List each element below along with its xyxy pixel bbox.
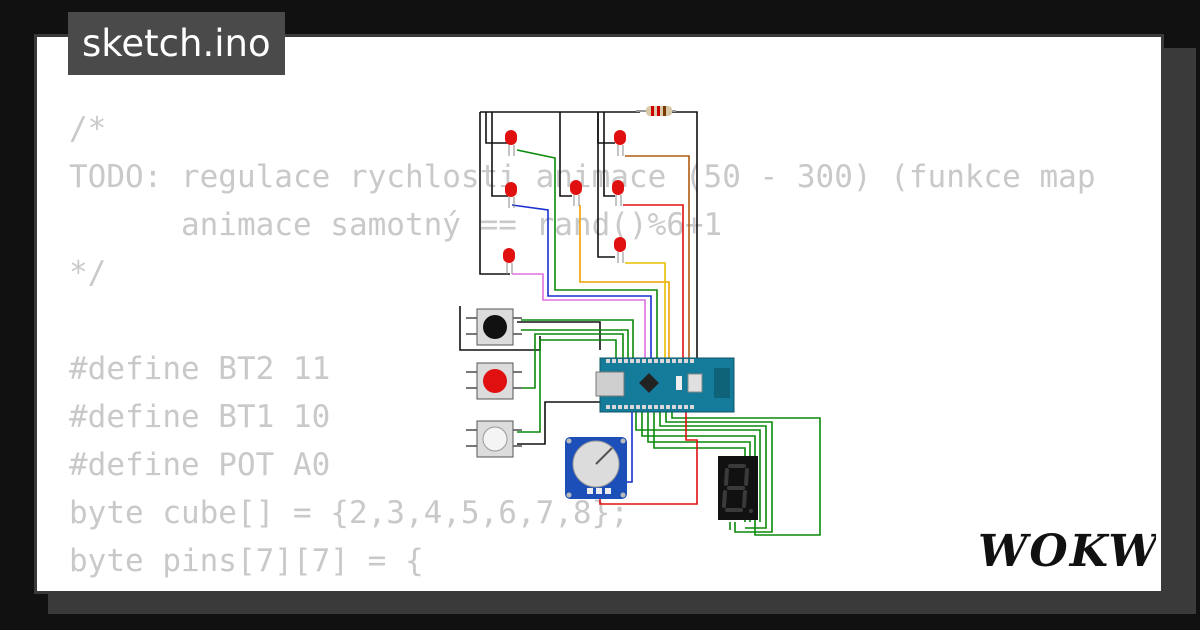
led-6[interactable] xyxy=(612,180,624,206)
code-line: #define POT A0 xyxy=(69,447,331,483)
code-preview-card: /* TODO: regulace rychlosti animace (50 -… xyxy=(34,34,1164,594)
wire-yellow xyxy=(625,262,666,360)
led-7[interactable] xyxy=(614,237,626,263)
wire-orange xyxy=(579,205,670,360)
code-line: byte pins[7][7] = { xyxy=(69,543,424,579)
wire-blue-1 xyxy=(511,204,652,360)
led-4[interactable] xyxy=(570,180,582,206)
code-line: /* xyxy=(69,111,107,147)
code-line: TODO: regulace rychlosti animace (50 - 3… xyxy=(69,159,1096,195)
wire-red-2 xyxy=(599,405,698,505)
potentiometer[interactable] xyxy=(565,437,627,499)
led-2[interactable] xyxy=(505,182,517,208)
file-tab[interactable]: sketch.ino xyxy=(68,12,285,75)
seven-segment-display[interactable] xyxy=(718,456,758,520)
code-line: animace samotný == rand()%6+1 xyxy=(69,207,723,243)
wire-pink xyxy=(512,273,646,360)
wire-brown xyxy=(625,155,690,360)
resistor xyxy=(636,106,676,116)
code-line: #define BT2 11 xyxy=(69,351,331,387)
wokwi-logo-text: WOKWi xyxy=(978,526,1156,577)
code-editor: /* TODO: regulace rychlosti animace (50 -… xyxy=(69,105,1096,591)
code-line: byte cube[] = {2,3,4,5,6,7,8}; xyxy=(69,495,629,531)
pushbutton-red[interactable] xyxy=(466,362,522,400)
led-1[interactable] xyxy=(505,130,517,156)
file-tab-label: sketch.ino xyxy=(82,22,271,65)
pushbutton-black[interactable] xyxy=(466,308,522,346)
wires-green xyxy=(516,149,821,536)
wokwi-logo: WOKWi xyxy=(978,526,1156,577)
wire-red-1 xyxy=(623,204,684,360)
code-line: #define BT1 10 xyxy=(69,399,331,435)
code-line: */ xyxy=(69,255,107,291)
led-5[interactable] xyxy=(614,130,626,156)
arduino-nano-board[interactable] xyxy=(595,357,735,413)
pushbutton-white[interactable] xyxy=(466,420,522,458)
led-3[interactable] xyxy=(503,248,515,274)
